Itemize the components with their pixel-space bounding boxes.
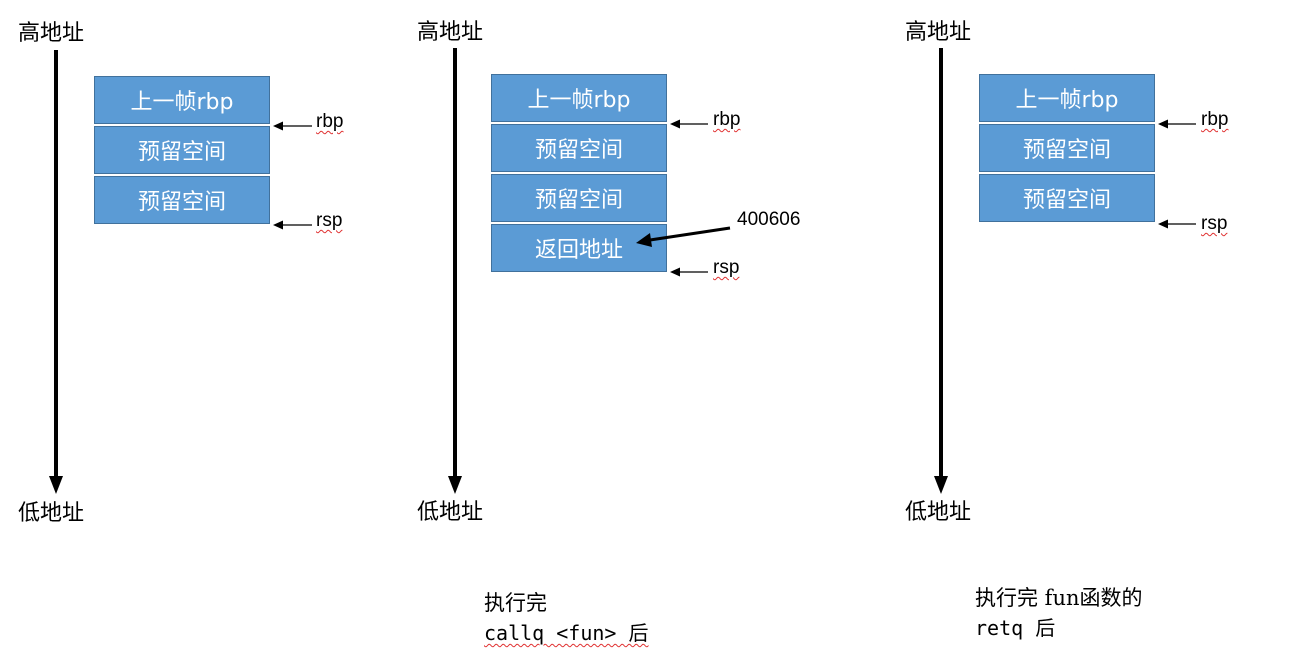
high-address-label: 高地址 — [417, 20, 484, 45]
stack-panel-after-retq: 高地址 低地址 上一帧rbp 预留空间 预留空间 rbp rsp 执行完 fun… — [880, 0, 1290, 672]
address-axis-arrow — [448, 48, 462, 494]
high-address-label: 高地址 — [905, 20, 972, 45]
stack-cell-reserved: 预留空间 — [979, 174, 1155, 222]
caption-line: 执行完 fun函数的 — [975, 586, 1143, 610]
stack-panel-after-callq: 高地址 低地址 上一帧rbp 预留空间 预留空间 返回地址 rbp rsp 40… — [400, 0, 880, 672]
stack-cell-reserved: 预留空间 — [491, 124, 667, 172]
caption-line: 执行完 — [484, 591, 547, 615]
stack-cell-reserved: 预留空间 — [94, 176, 270, 224]
caption-line: callq <fun> 后 — [484, 621, 649, 645]
rbp-label: rbp — [316, 111, 344, 132]
stack-cell-prev-rbp: 上一帧rbp — [94, 76, 270, 124]
rsp-label: rsp — [1201, 213, 1228, 234]
rbp-label: rbp — [1201, 109, 1229, 130]
caption-after-retq: 执行完 fun函数的 retq 后 — [975, 583, 1143, 643]
address-axis-arrow — [934, 48, 948, 494]
rsp-label: rsp — [316, 210, 343, 231]
return-address-value-label: 400606 — [737, 209, 801, 230]
low-address-label: 低地址 — [417, 500, 484, 525]
caption-after-callq: 执行完 callq <fun> 后 — [484, 588, 649, 648]
stack-cell-prev-rbp: 上一帧rbp — [491, 74, 667, 122]
stack-panel-initial: 高地址 低地址 上一帧rbp 预留空间 预留空间 rbp rsp — [0, 0, 400, 672]
stack-cell-reserved: 预留空间 — [979, 124, 1155, 172]
low-address-label: 低地址 — [18, 501, 85, 526]
address-axis-arrow — [49, 50, 63, 494]
stack-cell-reserved: 预留空间 — [94, 126, 270, 174]
caption-line: retq 后 — [975, 616, 1056, 640]
stack-cell-reserved: 预留空间 — [491, 174, 667, 222]
high-address-label: 高地址 — [18, 21, 85, 46]
low-address-label: 低地址 — [905, 500, 972, 525]
rsp-label: rsp — [713, 257, 740, 278]
stack-cell-return-address: 返回地址 — [491, 224, 667, 272]
rbp-label: rbp — [713, 109, 741, 130]
stack-cell-prev-rbp: 上一帧rbp — [979, 74, 1155, 122]
